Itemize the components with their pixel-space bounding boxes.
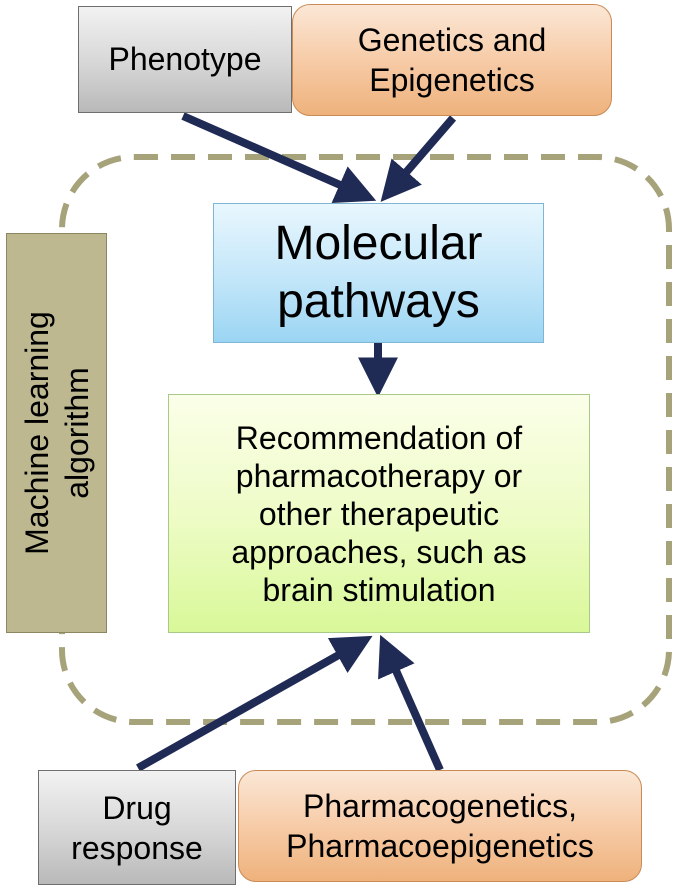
pharmaco-label-line2: Pharmacoepigenetics: [286, 828, 594, 864]
drug-label-line2: response: [71, 829, 203, 866]
phenotype-node: Phenotype: [78, 6, 292, 113]
arrow-phenotype-to-molecular: [181, 112, 377, 204]
genetics-label-line1: Genetics and: [357, 22, 547, 58]
drug-label-line1: Drug: [102, 789, 172, 826]
molecular-label-line1: Molecular: [274, 217, 483, 270]
machine-learning-label: Machine learning algorithm: [17, 311, 97, 555]
arrow-genetics-to-molecular: [380, 115, 457, 202]
phenotype-label: Phenotype: [108, 41, 262, 77]
molecular-pathways-node: Molecular pathways: [213, 203, 544, 343]
ml-label-line1: Machine learning: [19, 311, 55, 555]
molecular-label-line2: pathways: [277, 275, 480, 328]
recommendation-label-line5: brain stimulation: [262, 571, 496, 608]
recommendation-label-line2: pharmacotherapy or: [235, 457, 523, 494]
pharmaco-label-line1: Pharmacogenetics,: [303, 788, 577, 824]
recommendation-label-line3: other therapeutic: [258, 495, 500, 532]
recommendation-label-line1: Recommendation of: [235, 419, 523, 456]
recommendation-node: Recommendation of pharmacotherapy or oth…: [168, 394, 590, 633]
genetics-label-line2: Epigenetics: [369, 62, 535, 98]
arrow-pharmaco-to-recommendation: [378, 634, 444, 772]
recommendation-label-line4: approaches, such as: [231, 533, 527, 570]
ml-label-line2: algorithm: [59, 367, 95, 499]
machine-learning-bar: [6, 233, 107, 633]
arrow-drug-to-recommendation: [136, 635, 373, 772]
genetics-epigenetics-node: Genetics and Epigenetics: [292, 4, 612, 116]
pharmacogenetics-node: Pharmacogenetics, Pharmacoepigenetics: [238, 770, 642, 882]
drug-response-node: Drug response: [38, 770, 236, 885]
